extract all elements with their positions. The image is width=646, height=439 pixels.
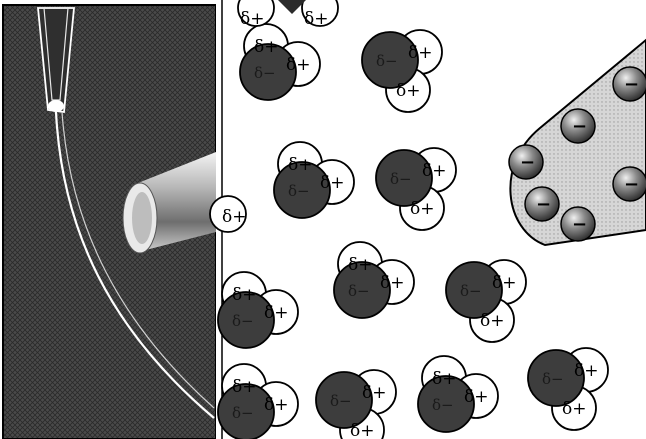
ion-charge-label: − bbox=[520, 152, 535, 173]
partial-positive-label: δ+ bbox=[286, 55, 310, 75]
water-molecule: δ+ δ+ δ− bbox=[376, 148, 456, 230]
ion-charge-label: − bbox=[624, 174, 639, 195]
water-molecule: δ+ δ+ δ− bbox=[446, 260, 526, 342]
partial-negative-label: δ− bbox=[348, 282, 370, 300]
partial-positive-label: δ+ bbox=[380, 273, 404, 293]
water-molecule-partial: δ+ bbox=[210, 196, 246, 232]
ion-charge-label: − bbox=[624, 74, 639, 95]
partial-positive-label: δ+ bbox=[320, 173, 344, 193]
water-molecule: δ+ δ+ δ− bbox=[528, 348, 608, 430]
water-molecule: δ+ δ+ δ− bbox=[240, 24, 320, 100]
negative-ion-sphere-icon: − bbox=[613, 67, 646, 101]
partial-positive-label: δ+ bbox=[410, 199, 434, 219]
water-molecule: δ+ δ+ δ− bbox=[418, 356, 498, 432]
partial-negative-label: δ− bbox=[330, 392, 352, 410]
partial-negative-label: δ− bbox=[460, 282, 482, 300]
water-molecule: δ+ δ+ δ− bbox=[334, 242, 414, 318]
partial-positive-label: δ+ bbox=[480, 311, 504, 331]
water-molecule: δ+ δ+ δ− bbox=[362, 30, 442, 112]
partial-positive-label: δ+ bbox=[232, 285, 256, 305]
partial-positive-label: δ+ bbox=[304, 9, 328, 29]
negative-ion-sphere-icon: − bbox=[509, 145, 543, 179]
water-molecule: δ+ δ+ δ− bbox=[218, 364, 298, 439]
negative-ion-sphere-icon: − bbox=[613, 167, 646, 201]
partial-negative-label: δ− bbox=[376, 52, 398, 70]
partial-negative-label: δ− bbox=[542, 370, 564, 388]
negative-ion-sphere-icon: − bbox=[561, 109, 595, 143]
water-molecule: δ+ δ+ δ− bbox=[218, 272, 298, 348]
partial-positive-label: δ+ bbox=[432, 369, 456, 389]
negative-ion-sphere-icon: − bbox=[561, 207, 595, 241]
partial-negative-label: δ− bbox=[254, 64, 276, 82]
partial-positive-label: δ+ bbox=[464, 387, 488, 407]
partial-positive-label: δ+ bbox=[264, 303, 288, 323]
partial-positive-label: δ+ bbox=[264, 395, 288, 415]
partial-negative-label: δ− bbox=[390, 170, 412, 188]
partial-positive-label: δ+ bbox=[408, 43, 432, 63]
partial-negative-label: δ− bbox=[232, 312, 254, 330]
ion-charge-label: − bbox=[536, 194, 551, 215]
partial-positive-label: δ+ bbox=[350, 421, 374, 439]
ion-charge-label: − bbox=[572, 116, 587, 137]
partial-positive-label: δ+ bbox=[492, 273, 516, 293]
partial-positive-label: δ+ bbox=[254, 37, 278, 57]
partial-positive-label: δ+ bbox=[562, 399, 586, 419]
partial-negative-label: δ− bbox=[232, 404, 254, 422]
partial-negative-label: δ− bbox=[288, 182, 310, 200]
partial-positive-label: δ+ bbox=[396, 81, 420, 101]
partial-positive-label: δ+ bbox=[362, 383, 386, 403]
water-molecule: δ+ δ+ δ− bbox=[316, 370, 396, 439]
partial-positive-label: δ+ bbox=[422, 161, 446, 181]
partial-positive-label: δ+ bbox=[222, 207, 246, 227]
water-molecule-partial: δ+ δ+ bbox=[238, 0, 338, 29]
water-molecule: δ+ δ+ δ− bbox=[274, 142, 354, 218]
partial-positive-label: δ+ bbox=[240, 9, 264, 29]
partial-positive-label: δ+ bbox=[574, 361, 598, 381]
partial-positive-label: δ+ bbox=[348, 255, 372, 275]
ion-charge-label: − bbox=[572, 214, 587, 235]
negative-ion-sphere-icon: − bbox=[525, 187, 559, 221]
partial-positive-label: δ+ bbox=[232, 377, 256, 397]
partial-positive-label: δ+ bbox=[288, 155, 312, 175]
partial-negative-label: δ− bbox=[432, 396, 454, 414]
